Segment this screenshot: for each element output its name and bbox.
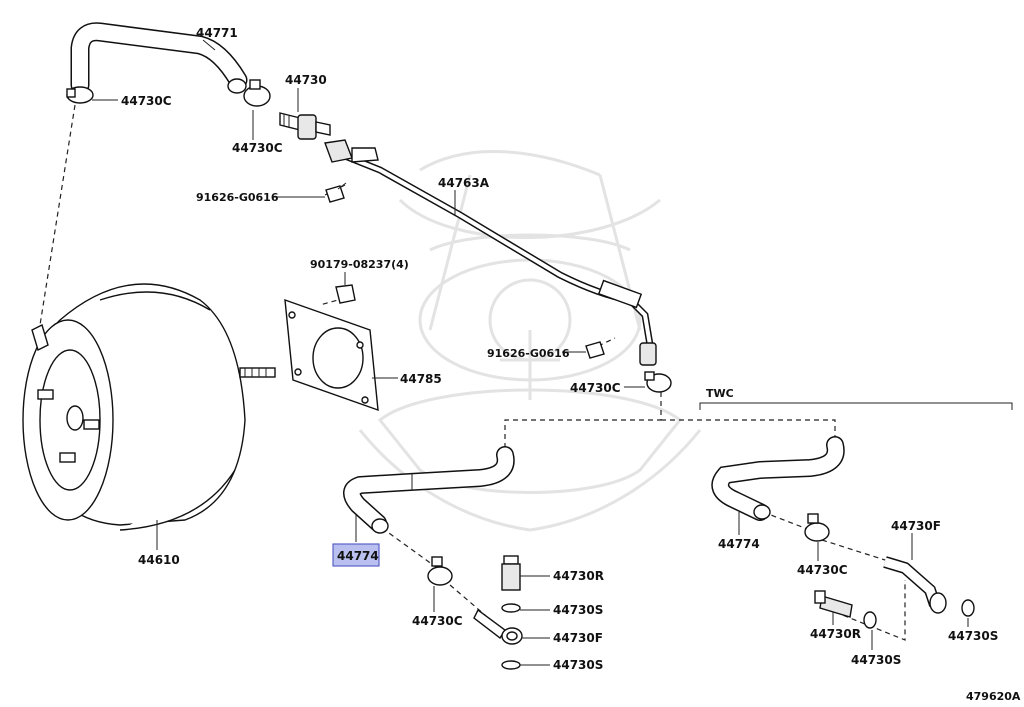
part-labels: 44771 44730C 44730 44730C 91626-G0616 44… (121, 26, 1021, 703)
figure-id: 479620A (966, 690, 1021, 703)
label-twc: TWC (706, 387, 734, 400)
label-44730F-twc: 44730F (891, 519, 941, 533)
label-44730S-mid1: 44730S (553, 603, 603, 617)
label-44610: 44610 (138, 553, 180, 567)
label-90179: 90179-08237(4) (310, 258, 409, 271)
clamp-44730C-top-left (66, 86, 94, 104)
leader-lines (92, 39, 969, 666)
label-44774-highlighted: 44774 (337, 549, 379, 563)
clamp-44730C-mid (644, 371, 672, 393)
label-91626-mid: 91626-G0616 (487, 347, 570, 360)
label-44771: 44771 (196, 26, 238, 40)
hose-44774-twc (711, 436, 845, 521)
vacuum-pipe-44763A (324, 139, 657, 366)
gasket-44785 (284, 298, 379, 412)
label-44730R-twc: 44730R (810, 627, 861, 641)
label-44785: 44785 (400, 372, 442, 386)
check-valve-44730 (279, 112, 331, 140)
label-44763A: 44763A (438, 176, 490, 190)
label-44730R-mid: 44730R (553, 569, 604, 583)
brake-booster-44610 (22, 283, 276, 531)
label-44730S-twc2: 44730S (948, 629, 998, 643)
clamp-44730C-twc (804, 513, 830, 542)
clamp-44730C-top-mid (243, 79, 271, 107)
label-44730C-mid: 44730C (570, 381, 621, 395)
label-44730S-mid2: 44730S (553, 658, 603, 672)
clamp-44730C-low (427, 556, 453, 586)
label-44730C-top-left: 44730C (121, 94, 172, 108)
union-44730F-mid (473, 608, 523, 645)
label-44774-twc: 44774 (718, 537, 760, 551)
fitting-44730R-twc (814, 590, 853, 618)
washer-44730S-twc1 (863, 611, 877, 629)
hose-44774 (343, 446, 515, 534)
label-44730C-low: 44730C (412, 614, 463, 628)
label-44730S-twc1: 44730S (851, 653, 901, 667)
nut-90179 (335, 284, 356, 304)
bolt-91626-mid (585, 341, 605, 359)
label-44730F-mid: 44730F (553, 631, 603, 645)
washer-44730S-mid2 (501, 660, 521, 670)
washer-44730S-twc2 (961, 599, 975, 617)
fitting-44730R-mid (501, 555, 521, 591)
label-44730C-twc: 44730C (797, 563, 848, 577)
union-44730F-twc (883, 556, 947, 614)
label-44730-top: 44730 (285, 73, 327, 87)
label-44730C-top-mid: 44730C (232, 141, 283, 155)
highlight-box-44774 (332, 543, 380, 567)
twc-bracket (699, 402, 1013, 410)
hose-44771 (70, 22, 248, 95)
washer-44730S-mid1 (501, 603, 521, 613)
bolt-91626-top (325, 182, 347, 203)
label-91626-top: 91626-G0616 (196, 191, 279, 204)
